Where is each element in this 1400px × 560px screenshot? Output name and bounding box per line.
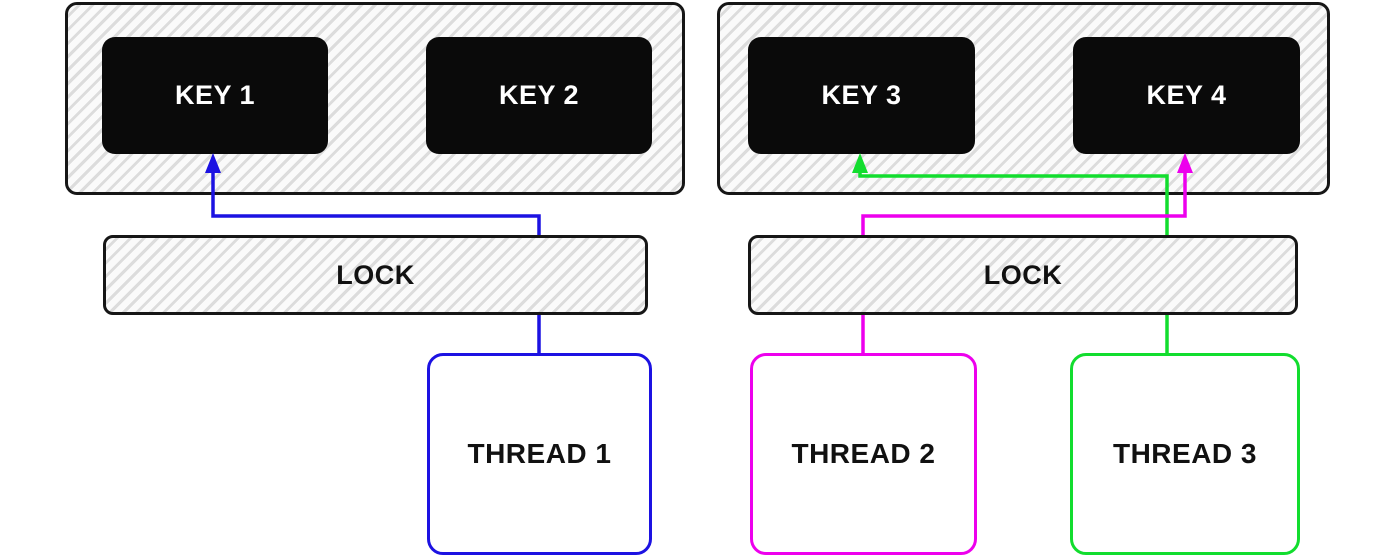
lock-right-label: LOCK: [983, 259, 1063, 290]
key-4-box: KEY 4: [1073, 37, 1300, 154]
lock-right-box: LOCK: [748, 235, 1298, 315]
key-4-label: KEY 4: [1146, 80, 1227, 110]
key-3-label: KEY 3: [821, 80, 902, 110]
key-1-label: KEY 1: [174, 80, 256, 110]
key-3-box: KEY 3: [748, 37, 975, 154]
thread3-to-key3-arrowhead-icon: [852, 153, 868, 173]
lock-left-label: LOCK: [336, 259, 415, 290]
key-2-box: KEY 2: [426, 37, 652, 154]
lock-left-box: LOCK: [103, 235, 648, 315]
thread-1-label: THREAD 1: [467, 438, 612, 469]
key-1-box: KEY 1: [102, 37, 328, 154]
thread-3-label: THREAD 3: [1112, 438, 1257, 469]
thread-2-box: THREAD 2: [750, 353, 977, 555]
thread-1-box: THREAD 1: [427, 353, 652, 555]
key-2-label: KEY 2: [498, 80, 580, 110]
thread-3-box: THREAD 3: [1070, 353, 1300, 555]
thread2-to-key4-arrowhead-icon: [1177, 153, 1193, 173]
thread1-to-key1-arrowhead-icon: [205, 153, 221, 173]
thread-2-label: THREAD 2: [791, 438, 936, 469]
